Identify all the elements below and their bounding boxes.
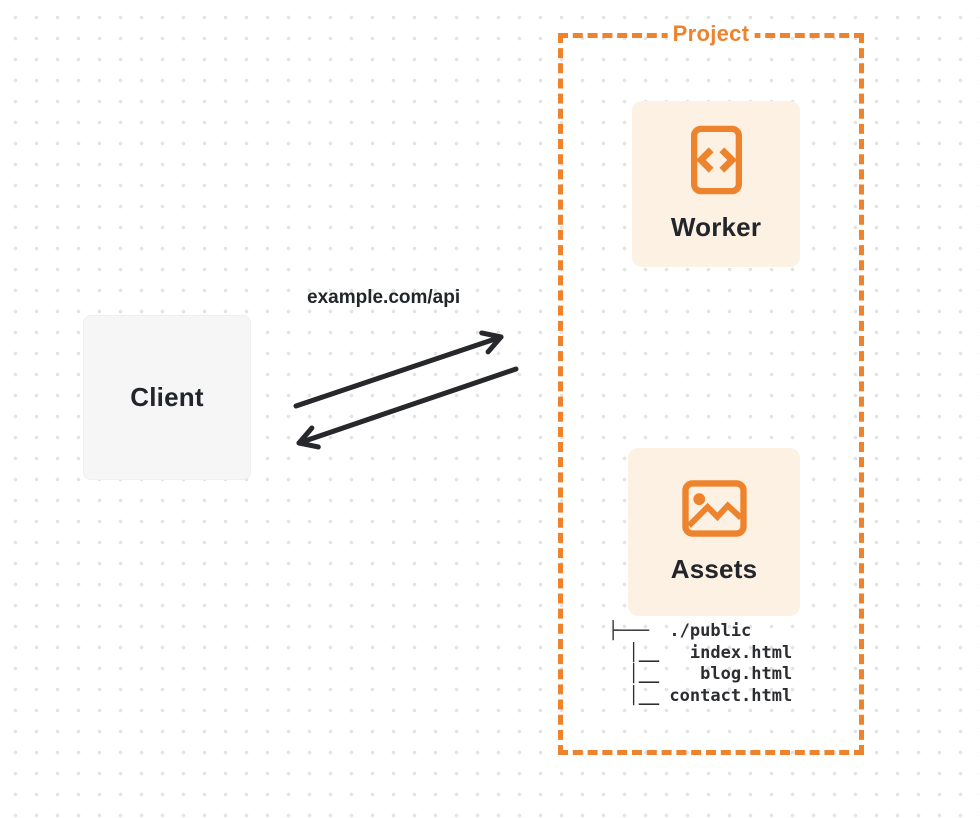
file-tree-item: │__ index.html [608,642,793,663]
project-container: Project Worker Assets [558,21,864,755]
request-url-label: example.com/api [307,287,461,308]
assets-label: Assets [670,553,758,584]
file-tree: ├─── ./public │__ index.html │__ blog.ht… [608,621,792,707]
project-label: Project [667,21,755,47]
worker-node: Worker [632,101,800,267]
file-tree-item: │__ contact.html [608,685,793,706]
file-tree-root: ├─── ./public [608,621,752,641]
client-label: Client [130,382,204,412]
response-arrow [296,366,519,450]
image-icon [681,479,747,537]
worker-label: Worker [670,212,762,242]
request-arrow [293,330,504,409]
file-tree-item: │__ blog.html [608,664,793,684]
client-node: Client [83,315,251,480]
assets-node: Assets [628,448,800,616]
code-icon [690,125,743,195]
